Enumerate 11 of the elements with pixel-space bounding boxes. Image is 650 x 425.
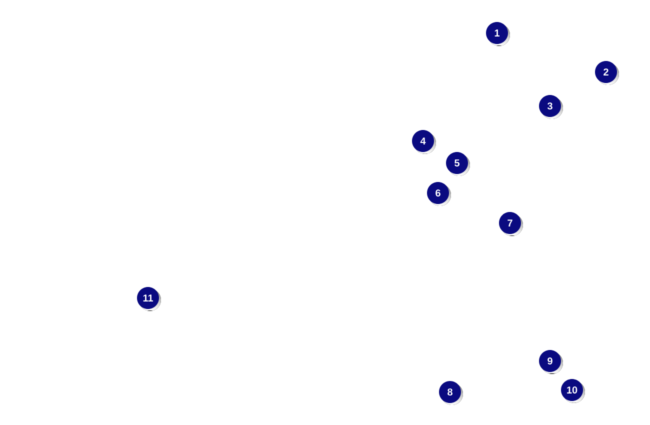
callout-number: 7 bbox=[499, 212, 523, 236]
callout-number: 6 bbox=[427, 182, 451, 206]
callout-number: 9 bbox=[539, 350, 563, 374]
callout-number: 1 bbox=[486, 22, 510, 46]
callout-number: 3 bbox=[539, 95, 563, 119]
callout-number: 10 bbox=[561, 379, 585, 403]
callout-number: 11 bbox=[137, 287, 161, 311]
callout-number: 5 bbox=[446, 152, 470, 176]
callout-number: 2 bbox=[595, 61, 619, 85]
callout-number: 8 bbox=[439, 381, 463, 405]
callout-number: 4 bbox=[412, 130, 436, 154]
